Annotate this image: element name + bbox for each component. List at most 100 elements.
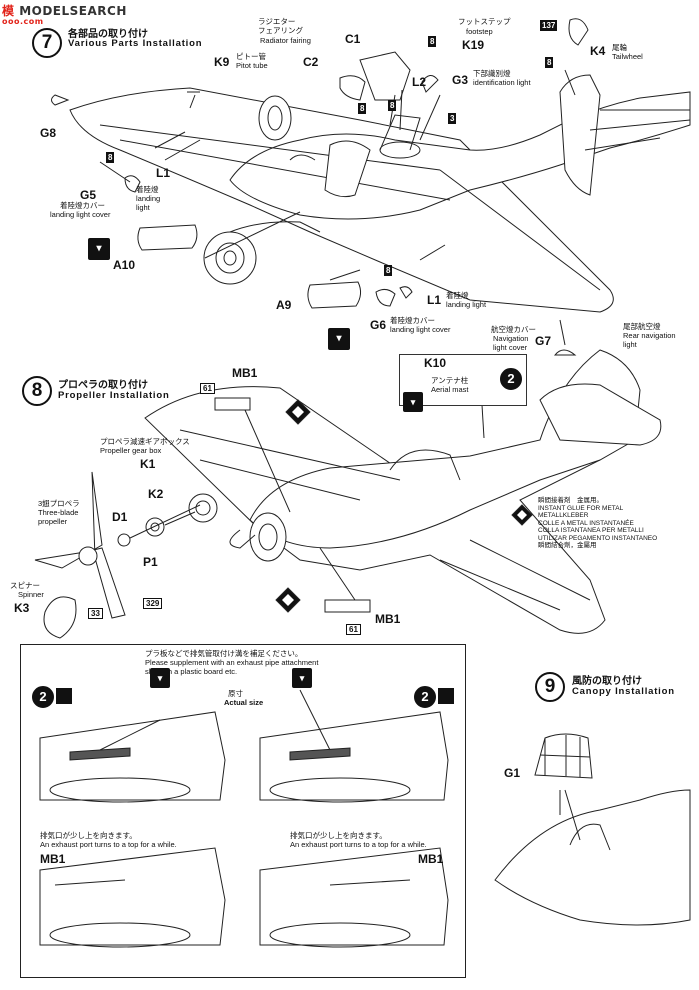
part-d1: D1: [112, 510, 128, 524]
step9-title-jp: 風防の取り付け: [572, 676, 642, 687]
part-g3-en: identification light: [473, 78, 531, 87]
step7-number: 7: [32, 28, 62, 58]
paint-ref-2b: 2: [414, 686, 436, 708]
part-k2: K2: [148, 487, 164, 501]
part-l1b: L1: [427, 293, 442, 307]
part-g3: G3: [452, 73, 469, 87]
spinner-en: Spinner: [18, 590, 44, 599]
cement-icon: ▾: [328, 328, 350, 350]
part-a10: A10: [113, 258, 136, 272]
watermark-prefix: 模: [2, 4, 15, 18]
part-k1: K1: [140, 457, 156, 471]
exhaust-side-views: [39, 689, 449, 948]
cement-icon: ▾: [403, 392, 423, 412]
part-l2: L2: [412, 75, 427, 89]
part-l1a: L1: [156, 166, 171, 180]
exhaust-mb1-left: MB1: [40, 852, 66, 866]
part-g6-jp: 着陸燈カバー: [390, 316, 435, 325]
glue-line-5: UTILIZAR PEGAMENTO INSTANTANEO: [538, 534, 658, 542]
glue-line-1: INSTANT GLUE FOR METAL: [538, 504, 624, 512]
part-mb1-top-ref: 61: [200, 383, 215, 394]
propeller-ref: 329: [143, 598, 163, 609]
actual-size-jp: 原寸: [228, 689, 243, 698]
part-k9: K9: [214, 55, 230, 69]
actual-size-en: Actual size: [224, 698, 264, 707]
part-k19-en: footstep: [466, 27, 493, 36]
step8-number: 8: [22, 376, 52, 406]
part-g5-jp: 着陸燈カバー: [60, 201, 105, 210]
exhaust-supp-en1: Please supplement with an exhaust pipe a…: [145, 658, 319, 667]
part-g1: G1: [504, 766, 521, 780]
color-swatch-icon: [438, 688, 454, 704]
part-k9-jp: ピトー管: [236, 52, 266, 61]
part-g5: G5: [80, 188, 97, 202]
step9-title-en: Canopy Installation: [572, 686, 675, 697]
glue-line-3: COLLE A METAL INSTANTANÉE: [538, 519, 634, 527]
part-k4: K4: [590, 44, 606, 58]
exhaust-turn-en-left: An exhaust port turns to a top for a whi…: [40, 840, 177, 849]
exhaust-turn-jp-right: 排気口が少し上を向きます。: [290, 831, 387, 840]
glue-line-4: COLLA ISTANTANEA PER METALLI: [538, 527, 644, 534]
part-g8: G8: [40, 126, 57, 140]
step8-title-jp: プロペラの取り付け: [58, 380, 148, 391]
cement-icon: ▾: [88, 238, 110, 260]
part-k3: K3: [14, 601, 30, 615]
glue-note: 瞬間接着剤 金属用。 INSTANT GLUE FOR METAL METALL…: [538, 497, 698, 550]
part-g7-jp: 航空燈カバー: [491, 325, 536, 334]
part-g3-count: 3: [448, 113, 457, 124]
exhaust-mb1-right: MB1: [418, 852, 444, 866]
part-g3-jp: 下部識別燈: [473, 69, 511, 78]
part-g7: G7: [535, 334, 552, 348]
step9-canopy: [494, 733, 691, 926]
part-k4-count: 8: [545, 57, 554, 68]
paint-ref-2a: 2: [32, 686, 54, 708]
step7-title-jp: 各部品の取り付け: [68, 29, 148, 40]
part-k1-jp: プロペラ減速ギアボックス: [100, 437, 190, 446]
step7-aircraft-topview: [51, 18, 691, 356]
part-k19-jp: フットステップ: [458, 17, 511, 26]
part-c1: C1: [345, 32, 361, 46]
rear-light-en: Rear navigation light: [623, 331, 676, 349]
part-k19-count: 8: [428, 36, 437, 47]
propeller-en: Three-blade propeller: [38, 508, 79, 526]
part-l1a-jp: 着陸燈: [136, 185, 159, 194]
part-k10-jp: アンテナ柱: [431, 376, 469, 385]
rear-light-jp: 尾部航空燈: [623, 322, 661, 331]
glue-line-2: METALLKLEBER: [538, 512, 589, 519]
part-c-count: 8: [358, 103, 367, 114]
step8-aircraft: [34, 349, 662, 639]
part-k10-en: Aerial mast: [431, 385, 469, 394]
exhaust-turn-en-right: An exhaust port turns to a top for a whi…: [290, 840, 427, 849]
step7-title-en: Various Parts Installation: [68, 38, 203, 49]
part-k10: K10: [424, 356, 447, 370]
step8-title-en: Propeller Installation: [58, 390, 170, 401]
part-l1a-en: landing light: [136, 194, 161, 212]
part-k9-en: Pitot tube: [236, 61, 268, 70]
watermark: 模 MODELSEARCH ooo.com: [2, 2, 127, 26]
part-g6: G6: [370, 318, 387, 332]
part-g7-en: Navigation light cover: [493, 334, 529, 352]
watermark-site: MODELSEARCH: [19, 4, 127, 18]
propeller-jp: 3翅プロペラ: [38, 499, 80, 508]
part-l1b-jp: 着陸燈: [446, 291, 469, 300]
part-k1-en: Propeller gear box: [100, 446, 162, 455]
part-k4-en: Tailwheel: [612, 52, 643, 61]
part-c-jp: ラジエター フェアリング: [258, 17, 303, 35]
glue-line-6: 瞬間結合劑，金屬用: [538, 542, 597, 549]
part-p1: P1: [143, 555, 158, 569]
spinner-jp: スピナー: [10, 581, 40, 590]
cement-icon: ▾: [292, 668, 312, 688]
part-l1b-count: 8: [384, 265, 393, 276]
part-c-en: Radiator fairing: [260, 36, 311, 45]
part-mb1-top: MB1: [232, 366, 258, 380]
part-k19: K19: [462, 38, 485, 52]
exhaust-panel: [20, 644, 466, 978]
part-k3-ref: 33: [88, 608, 103, 619]
paint-ref-2: 2: [500, 368, 522, 390]
color-swatch-icon: [56, 688, 72, 704]
part-k4-ref: 137: [540, 20, 558, 31]
cement-icon: ▾: [150, 668, 170, 688]
part-c2: C2: [303, 55, 319, 69]
glue-note-jp: 瞬間接着剤 金属用。: [538, 497, 603, 504]
part-a9: A9: [276, 298, 292, 312]
